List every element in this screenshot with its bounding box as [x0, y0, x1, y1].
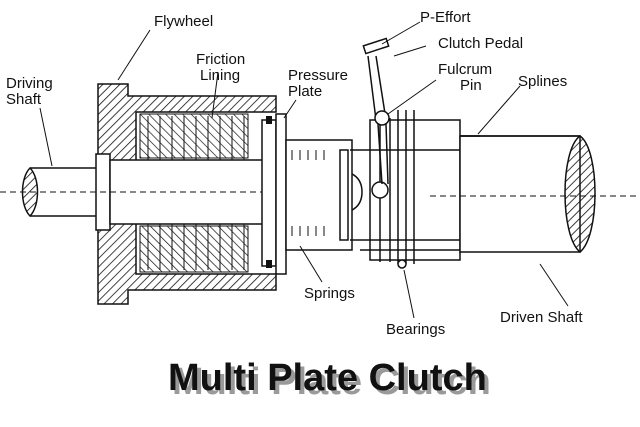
- driving-label: Driving: [6, 75, 53, 92]
- pressure-label: Pressure: [288, 67, 348, 84]
- pin-label: Pin: [460, 77, 482, 94]
- bearings-label: Bearings: [386, 321, 445, 338]
- driven-shaft-label: Driven Shaft: [500, 309, 583, 326]
- lining-label: Lining: [200, 67, 240, 84]
- plate-label: Plate: [288, 83, 322, 100]
- clutch-pedal-label: Clutch Pedal: [438, 35, 523, 52]
- friction-label: Friction: [196, 51, 245, 68]
- springs-label: Springs: [304, 285, 355, 302]
- diagram-title: Multi Plate Clutch: [168, 357, 487, 399]
- driven-shaft: [430, 135, 640, 253]
- driving-shaft-label: Shaft: [6, 91, 42, 108]
- clutch-pedal-lever: [362, 37, 390, 185]
- title-shadow: Multi Plate Clutch: [172, 361, 491, 403]
- friction-lining-stack: [139, 113, 249, 273]
- flywheel-label: Flywheel: [154, 13, 213, 30]
- springs: [285, 139, 353, 251]
- leader-lines: [39, 21, 569, 319]
- fulcrum-label: Fulcrum: [438, 61, 492, 78]
- release-collar: [350, 110, 461, 269]
- splines-label: Splines: [518, 73, 567, 90]
- pressure-plate: [261, 113, 287, 275]
- p-effort-label: P-Effort: [420, 9, 471, 26]
